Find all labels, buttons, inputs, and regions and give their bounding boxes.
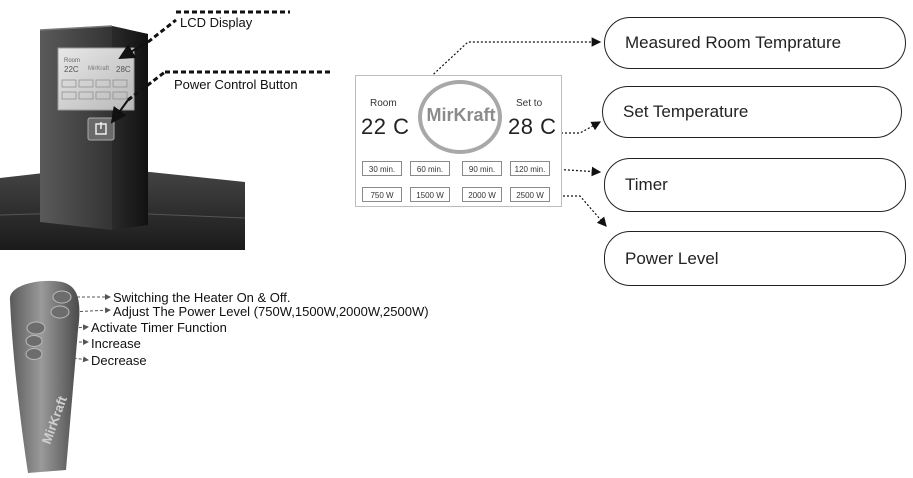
svg-text:MirKraft: MirKraft [88,66,109,72]
remote-power-button [52,290,72,304]
power-option-2500[interactable]: 2500 W [510,187,550,202]
remote-timer-button [26,321,46,335]
set-label: Set to [516,98,543,109]
timer-box: Timer [604,158,906,212]
remote-item-timer: Activate Timer Function [91,320,227,335]
timer-option-90[interactable]: 90 min. [462,161,502,176]
power-button-label: Power Control Button [174,77,298,92]
remote-control-photo: MirKraft [0,270,110,473]
remote-increase-button [25,335,43,347]
brand-logo: MirKraft [426,105,496,125]
set-temp-value: 28 C [508,114,557,139]
power-option-2000[interactable]: 2000 W [462,187,502,202]
timer-text: Timer [625,175,668,194]
svg-text:28C: 28C [116,65,131,74]
remote-item-power-level: Adjust The Power Level (750W,1500W,2000W… [113,304,429,319]
tower-heater-photo: Room 22C MirKraft 28C [0,0,245,250]
measured-room-temperature-box: Measured Room Temprature [604,17,906,69]
svg-text:22C: 22C [64,65,79,74]
power-level-box: Power Level [604,231,906,286]
remote-decrease-button [25,348,43,360]
room-label: Room [370,98,397,109]
svg-text:Room: Room [64,58,80,64]
timer-option-120[interactable]: 120 min. [510,161,550,176]
power-option-750[interactable]: 750 W [362,187,402,202]
power-option-1500[interactable]: 1500 W [410,187,450,202]
remote-item-on-off: Switching the Heater On & Off. [113,290,291,305]
power-level-text: Power Level [625,248,719,268]
remote-item-decrease: Decrease [91,353,147,368]
room-temp-value: 22 C [361,114,410,139]
set-temperature-box: Set Temperature [602,86,902,138]
timer-option-30[interactable]: 30 min. [362,161,402,176]
set-temperature-text: Set Temperature [623,102,749,121]
measured-room-temperature-text: Measured Room Temprature [625,33,842,52]
logo-ring [418,80,502,154]
remote-power-level-button [50,305,70,319]
remote-item-increase: Increase [91,336,141,351]
timer-option-60[interactable]: 60 min. [410,161,450,176]
lcd-display-label: LCD Display [180,15,253,30]
